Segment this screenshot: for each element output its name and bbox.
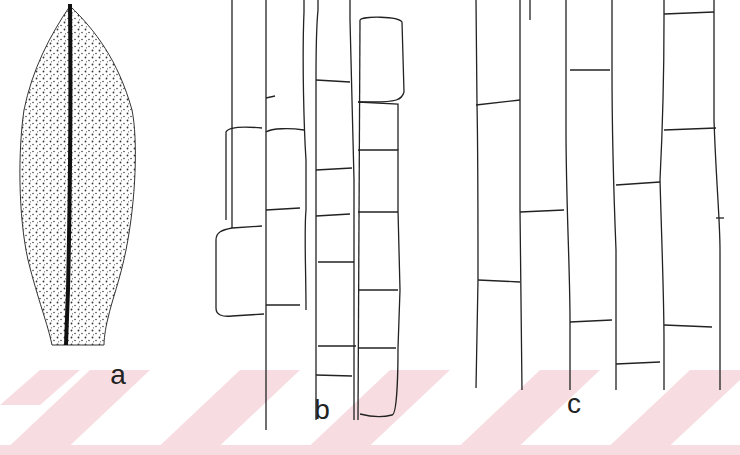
cell-walls-c [476,0,724,390]
figure-letter: b [314,396,330,424]
leaf-outline [20,6,135,345]
figure-letter: a [110,361,126,389]
figure-letter: c [567,390,581,418]
midrib [66,4,70,345]
cell-walls-b [216,0,404,430]
